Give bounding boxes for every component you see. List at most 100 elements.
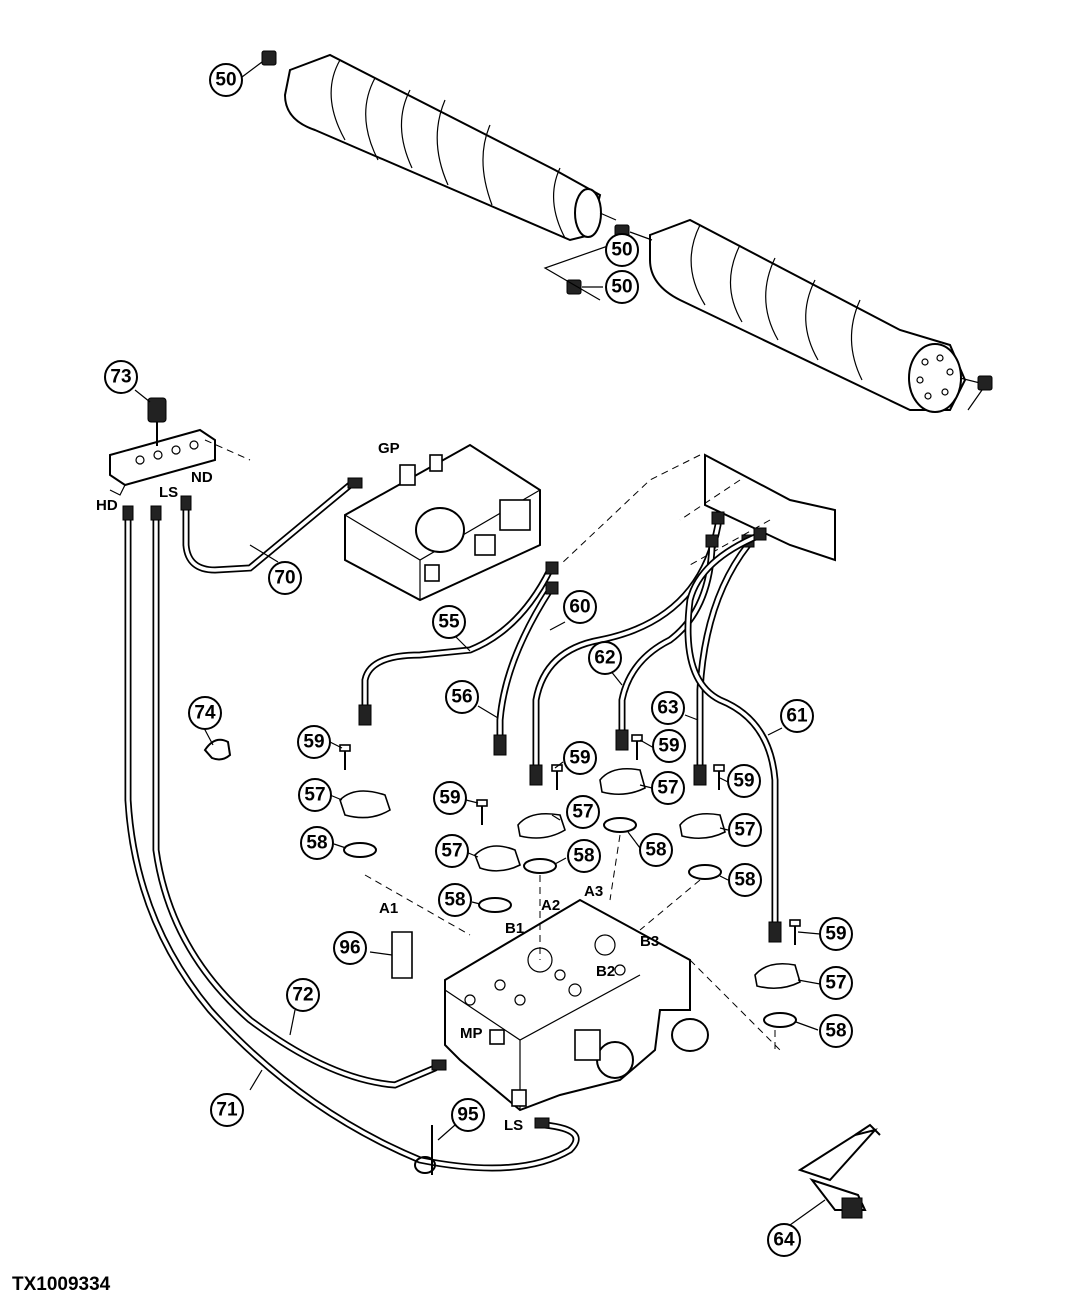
hose-61 (684, 527, 782, 943)
hose-bracket (109, 428, 251, 496)
svg-text:63: 63 (657, 698, 678, 719)
control-valve (444, 898, 781, 1112)
callout-73: 73 (104, 360, 138, 394)
callout-57: 57 (728, 813, 762, 847)
callout-59: 59 (727, 764, 761, 798)
svg-text:58: 58 (734, 870, 755, 891)
cap-screw-59-d (631, 734, 643, 760)
plug-50-d (977, 375, 993, 391)
clamp-74 (203, 738, 232, 761)
hose-62 (615, 534, 719, 751)
o-ring-58-d (603, 817, 637, 833)
svg-text:56: 56 (451, 687, 472, 708)
o-ring-58-a (343, 842, 377, 858)
label-ls-top: LS (159, 484, 178, 501)
callout-70: 70 (268, 561, 302, 595)
label-b3: B3 (640, 933, 659, 950)
svg-text:58: 58 (444, 890, 465, 911)
callout-50: 50 (605, 270, 639, 304)
callout-74: 74 (188, 696, 222, 730)
plug-50-a (261, 50, 277, 66)
callout-72: 72 (286, 978, 320, 1012)
svg-text:60: 60 (569, 597, 590, 618)
label-a2: A2 (541, 897, 560, 914)
svg-text:70: 70 (274, 568, 295, 589)
callout-95: 95 (451, 1098, 485, 1132)
label-hd: HD (96, 497, 118, 514)
svg-text:62: 62 (594, 648, 615, 669)
tie-band-95 (414, 1125, 436, 1175)
callout-62: 62 (588, 641, 622, 675)
svg-text:73: 73 (110, 367, 131, 388)
svg-text:57: 57 (304, 785, 325, 806)
figure-code: TX1009334 (12, 1274, 111, 1295)
svg-text:59: 59 (733, 771, 754, 792)
leader-lines (134, 61, 983, 1226)
callout-61: 61 (780, 699, 814, 733)
callout-50: 50 (605, 233, 639, 267)
flange-57-b (474, 845, 521, 872)
flange-57-e (679, 812, 726, 840)
svg-text:58: 58 (306, 833, 327, 854)
callout-58: 58 (819, 1014, 853, 1048)
svg-text:50: 50 (611, 277, 632, 298)
callout-59: 59 (819, 917, 853, 951)
callout-63: 63 (651, 691, 685, 725)
svg-text:71: 71 (216, 1100, 238, 1121)
callout-57: 57 (566, 795, 600, 829)
hose-71 (122, 505, 580, 1172)
callout-64: 64 (767, 1223, 801, 1257)
cap-screw-59-b (476, 799, 488, 825)
label-b1: B1 (505, 920, 524, 937)
flange-57-a (339, 790, 391, 819)
svg-text:59: 59 (439, 788, 460, 809)
svg-text:64: 64 (773, 1230, 795, 1251)
svg-text:61: 61 (786, 706, 808, 727)
hose-72 (150, 505, 447, 1089)
callout-58: 58 (639, 833, 673, 867)
callout-59: 59 (297, 725, 331, 759)
pilot-valve-gp (344, 443, 541, 602)
callout-59: 59 (433, 781, 467, 815)
svg-text:59: 59 (658, 736, 679, 757)
svg-text:58: 58 (573, 846, 594, 867)
svg-text:96: 96 (339, 938, 360, 959)
callout-57: 57 (435, 834, 469, 868)
svg-text:57: 57 (657, 778, 678, 799)
flange-57-c (517, 812, 566, 839)
o-ring-58-f (763, 1012, 797, 1028)
callout-59: 59 (652, 729, 686, 763)
svg-text:57: 57 (572, 802, 593, 823)
callout-60: 60 (563, 590, 597, 624)
mounting-plate (559, 453, 836, 566)
svg-text:74: 74 (194, 703, 216, 724)
svg-text:95: 95 (457, 1105, 479, 1126)
svg-text:59: 59 (303, 732, 324, 753)
callout-58: 58 (300, 826, 334, 860)
label-a3: A3 (584, 883, 603, 900)
svg-text:50: 50 (611, 240, 632, 261)
cap-screw-59-f (789, 919, 801, 945)
callout-59: 59 (563, 741, 597, 775)
callout-71: 71 (210, 1093, 244, 1127)
o-ring-58-b (478, 897, 512, 913)
accumulator-upper (283, 53, 617, 242)
callout-57: 57 (298, 778, 332, 812)
label-nd: ND (191, 469, 213, 486)
callout-96: 96 (333, 931, 367, 965)
flange-57-f (754, 962, 801, 990)
svg-text:72: 72 (292, 985, 313, 1006)
accumulator-lower (629, 218, 981, 413)
elbow-fitting-73 (147, 397, 167, 446)
label-gp: GP (378, 440, 400, 457)
strap-64 (797, 1123, 881, 1219)
callout-55: 55 (432, 605, 466, 639)
svg-text:57: 57 (825, 973, 846, 994)
label-mp: MP (460, 1025, 483, 1042)
svg-text:58: 58 (825, 1021, 846, 1042)
svg-text:50: 50 (215, 70, 236, 91)
callout-50: 50 (209, 63, 243, 97)
svg-text:55: 55 (438, 612, 460, 633)
o-ring-58-c (523, 858, 557, 874)
